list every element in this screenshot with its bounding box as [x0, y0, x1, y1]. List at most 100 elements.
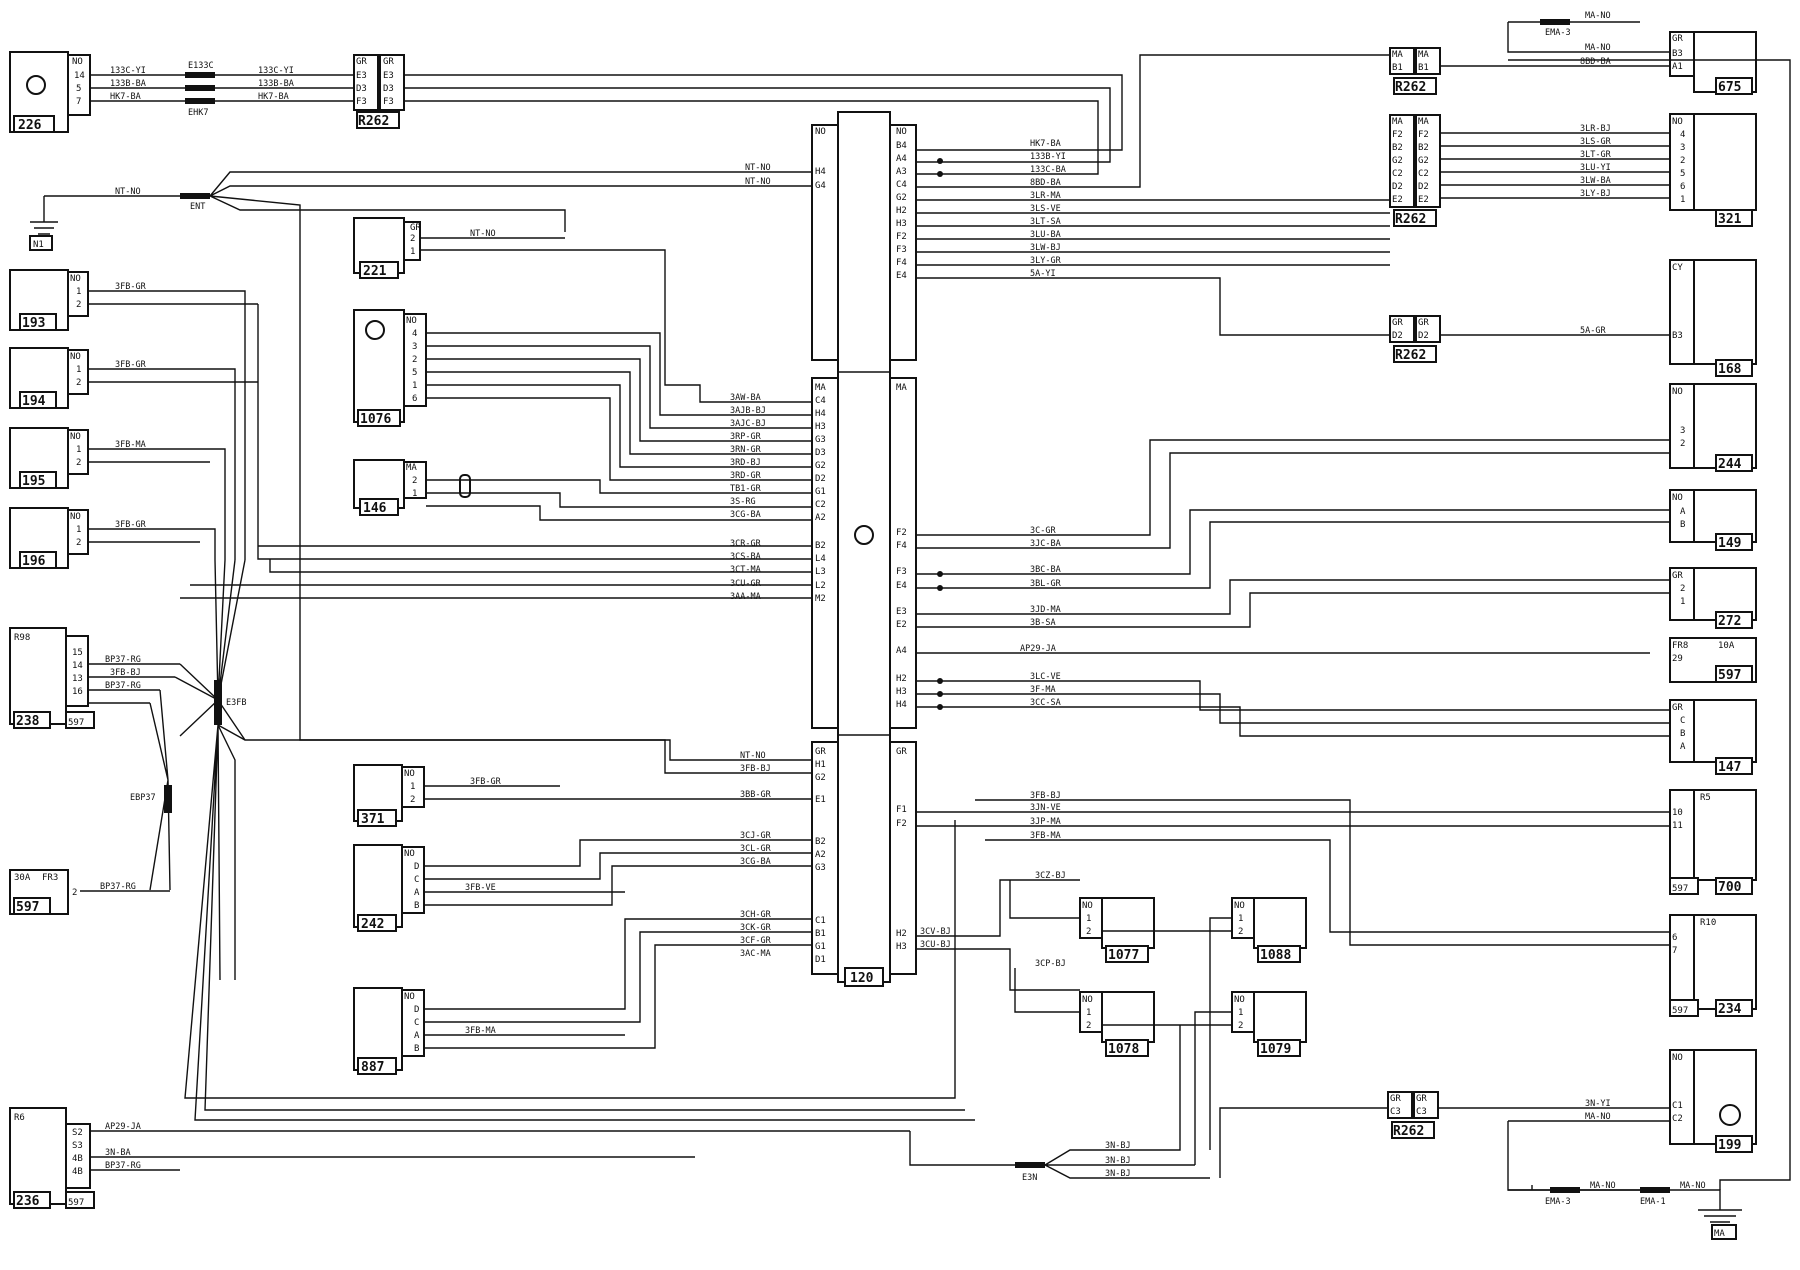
svg-text:NO: NO: [1234, 901, 1245, 911]
component-234: R10 6 7 234 597: [1669, 914, 1757, 1017]
svg-text:3LC-VE: 3LC-VE: [1030, 672, 1061, 682]
svg-text:NO: NO: [1672, 1053, 1683, 1063]
svg-text:MA: MA: [1714, 1229, 1725, 1239]
svg-text:G3: G3: [815, 863, 826, 873]
svg-text:3CJ-GR: 3CJ-GR: [740, 831, 772, 841]
svg-text:597: 597: [1672, 884, 1688, 894]
svg-text:3CT-MA: 3CT-MA: [730, 565, 761, 575]
svg-text:A: A: [414, 1031, 420, 1041]
svg-text:1088: 1088: [1260, 948, 1291, 963]
svg-text:4B: 4B: [72, 1154, 83, 1164]
svg-text:2: 2: [1680, 584, 1685, 594]
svg-text:3N-BJ: 3N-BJ: [1105, 1169, 1131, 1179]
svg-text:2: 2: [76, 538, 81, 548]
svg-text:3CP-BJ: 3CP-BJ: [1035, 959, 1066, 969]
svg-text:G2: G2: [815, 773, 826, 783]
svg-text:F2: F2: [896, 819, 907, 829]
svg-text:4: 4: [412, 329, 417, 339]
svg-text:L3: L3: [815, 567, 826, 577]
svg-text:3LU-BA: 3LU-BA: [1030, 230, 1061, 240]
svg-text:NO: NO: [815, 127, 826, 137]
svg-text:3FB-VE: 3FB-VE: [465, 883, 496, 893]
svg-text:F3: F3: [896, 567, 907, 577]
svg-text:B2: B2: [1392, 143, 1403, 153]
ecu-120: 120: [811, 111, 917, 987]
svg-text:M2: M2: [815, 594, 826, 604]
svg-text:3LW-BJ: 3LW-BJ: [1030, 243, 1061, 253]
component-1079: NO 1 2 1079: [1102, 991, 1307, 1165]
svg-text:EBP37: EBP37: [130, 793, 156, 803]
svg-text:A: A: [1680, 742, 1686, 752]
svg-text:597: 597: [1672, 1006, 1688, 1016]
svg-text:A3: A3: [896, 167, 907, 177]
svg-text:F3: F3: [896, 245, 907, 255]
svg-text:1079: 1079: [1260, 1042, 1291, 1057]
svg-text:C2: C2: [1418, 169, 1429, 179]
svg-text:R262: R262: [1395, 348, 1426, 363]
svg-text:E133C: E133C: [188, 61, 214, 71]
svg-text:A4: A4: [896, 154, 907, 164]
svg-text:H2: H2: [896, 206, 907, 216]
svg-text:H1: H1: [815, 760, 826, 770]
svg-text:597: 597: [68, 718, 84, 728]
svg-text:199: 199: [1718, 1138, 1741, 1153]
svg-text:D3: D3: [815, 448, 826, 458]
component-371: NO 1 2 371 3FB-GR 3BB-GR 3FB-BJ NT-NO: [353, 751, 812, 827]
component-244: NO 3 2 244: [1669, 383, 1757, 472]
svg-text:3CS-BA: 3CS-BA: [730, 552, 761, 562]
svg-text:3JC-BA: 3JC-BA: [1030, 539, 1061, 549]
svg-text:MA: MA: [1418, 117, 1429, 127]
svg-text:3AJC-BJ: 3AJC-BJ: [730, 419, 766, 429]
svg-text:168: 168: [1718, 362, 1742, 377]
svg-text:NO: NO: [404, 849, 415, 859]
svg-text:C2: C2: [1672, 1114, 1683, 1124]
svg-text:3LR-BJ: 3LR-BJ: [1580, 124, 1611, 134]
component-675: EMA-3 MA-NO MA-NO GR B3 A1 675: [1507, 11, 1757, 95]
svg-text:R262: R262: [358, 114, 389, 129]
svg-text:3RD-BJ: 3RD-BJ: [730, 458, 761, 468]
svg-text:R6: R6: [14, 1113, 25, 1123]
svg-text:1: 1: [412, 381, 417, 391]
svg-text:3CL-GR: 3CL-GR: [740, 844, 772, 854]
svg-text:3N-BA: 3N-BA: [105, 1148, 131, 1158]
svg-text:675: 675: [1718, 80, 1741, 95]
svg-text:3RN-GR: 3RN-GR: [730, 445, 762, 455]
connector-r262-c: MA F2 B2 G2 C2 D2 E2 MA F2 B2 G2 C2 D2 E…: [1389, 114, 1670, 227]
svg-text:GR: GR: [1672, 571, 1683, 581]
svg-text:29: 29: [1672, 654, 1683, 664]
svg-text:G4: G4: [815, 181, 826, 191]
svg-text:196: 196: [22, 554, 46, 569]
svg-text:G1: G1: [815, 487, 826, 497]
component-242: NO D C A B 242 3FB-VE 3CJ-GR 3CL-GR 3CG-…: [353, 831, 812, 932]
svg-text:2: 2: [410, 234, 415, 244]
svg-text:2: 2: [410, 795, 415, 805]
svg-text:3CH-GR: 3CH-GR: [740, 910, 772, 920]
svg-text:C2: C2: [815, 500, 826, 510]
svg-text:2: 2: [1086, 927, 1091, 937]
svg-text:6: 6: [412, 394, 417, 404]
svg-text:10A: 10A: [1718, 641, 1735, 651]
svg-text:NT-NO: NT-NO: [740, 751, 766, 761]
component-149: NO A B 149: [1669, 489, 1757, 551]
component-194: NO 1 2 194 3FB-GR: [9, 347, 258, 560]
svg-text:3FB-GR: 3FB-GR: [470, 777, 502, 787]
svg-text:NO: NO: [1672, 493, 1683, 503]
component-597-left: 30A FR3 2 597 BP37-RG: [9, 869, 170, 915]
svg-text:15: 15: [72, 648, 83, 658]
svg-text:C1: C1: [815, 916, 826, 926]
svg-text:F2: F2: [1392, 130, 1403, 140]
svg-text:2: 2: [76, 458, 81, 468]
component-1076: NO 4 3 2 5 1 6 1076: [353, 309, 812, 481]
svg-text:NO: NO: [1082, 995, 1093, 1005]
svg-text:EMA-3: EMA-3: [1545, 1197, 1571, 1207]
svg-text:GR: GR: [1416, 1094, 1427, 1104]
ecu-id: 120: [850, 971, 874, 986]
svg-text:NO: NO: [1234, 995, 1245, 1005]
svg-text:G2: G2: [815, 461, 826, 471]
svg-text:AP29-JA: AP29-JA: [1020, 644, 1056, 654]
component-236: R6 S2 S3 4B 4B 236 597 AP29-JA 3N-BA BP3…: [9, 1107, 910, 1209]
svg-text:13: 13: [72, 674, 83, 684]
component-221: GR 2 1 221 NT-NO: [353, 217, 812, 403]
svg-text:GR: GR: [815, 747, 826, 757]
svg-text:F3: F3: [383, 97, 394, 107]
